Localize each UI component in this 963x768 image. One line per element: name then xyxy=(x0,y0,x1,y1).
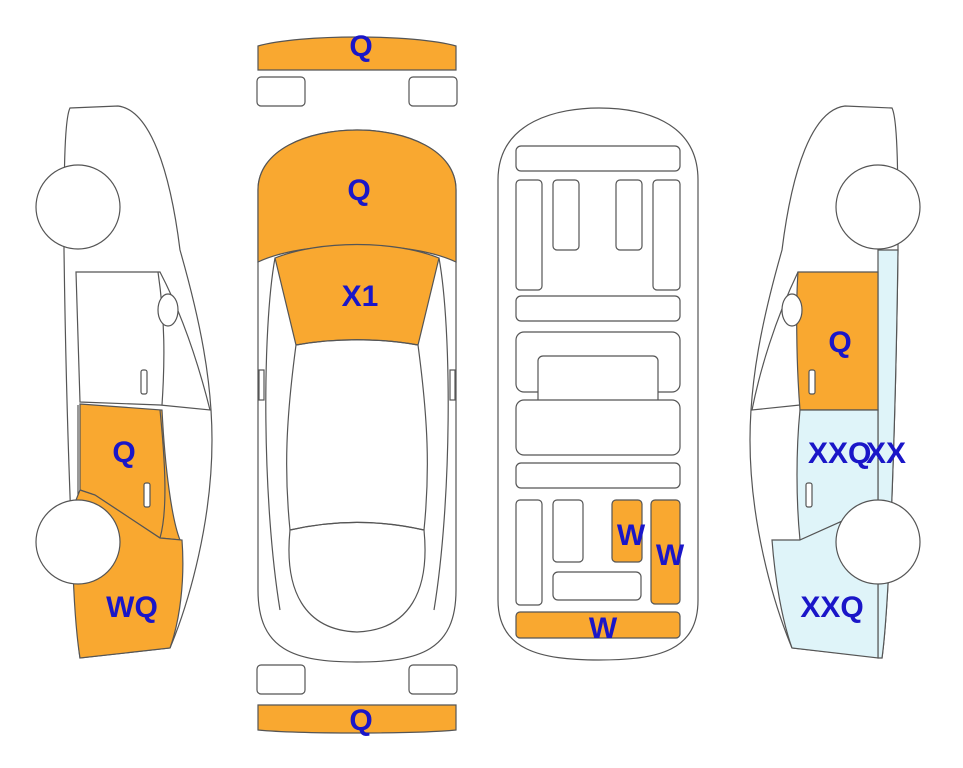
front-left-rail xyxy=(515,179,543,291)
left-side-view xyxy=(35,105,213,659)
label-left-rear-door: Q xyxy=(112,436,135,469)
label-hood: Q xyxy=(347,174,370,207)
top-view xyxy=(256,36,458,734)
top-left-mirror xyxy=(258,369,265,401)
rear-floor-cross xyxy=(515,462,681,489)
front-bumper-panel xyxy=(257,36,457,71)
rear-floor-panel xyxy=(515,611,681,639)
front-right-rail xyxy=(652,179,681,291)
floor-rear xyxy=(515,399,681,456)
rear-left-rail xyxy=(515,499,543,606)
label-windshield: X1 xyxy=(342,280,379,313)
label-floor-right-rail: W xyxy=(656,539,685,572)
left-front-handle-icon xyxy=(140,369,148,395)
top-right-mirror xyxy=(449,369,456,401)
label-right-front-door: Q xyxy=(828,326,851,359)
label-right-rear-quarter: XXQ xyxy=(800,591,863,624)
label-floor-rear-panel: W xyxy=(589,612,618,645)
left-front-wheel xyxy=(35,164,121,250)
rear-right-inner-panel xyxy=(611,499,643,563)
front-right-light xyxy=(408,76,458,107)
front-floor-cross xyxy=(515,295,681,322)
rear-bumper-panel xyxy=(257,704,457,734)
right-front-wheel xyxy=(835,164,921,250)
rear-window-outline xyxy=(288,521,426,633)
underbody-view xyxy=(497,107,699,661)
label-rear-bumper: Q xyxy=(349,704,372,737)
right-rear-handle-icon xyxy=(805,482,813,508)
right-side-rail xyxy=(433,257,449,611)
front-crossmember xyxy=(515,145,681,172)
label-front-bumper: Q xyxy=(349,30,372,63)
left-pillar-line xyxy=(157,271,165,406)
left-rear-handle-icon xyxy=(143,482,151,508)
damage-labels: Q Q X1 Q Q WQ Q XXQ XX XXQ W W W xyxy=(106,30,906,737)
right-front-handle-icon xyxy=(808,369,816,395)
label-right-rear-door: XXQ xyxy=(808,437,871,470)
front-right-inner xyxy=(615,179,643,251)
left-door-seam xyxy=(159,409,166,539)
rear-left-inner xyxy=(552,499,584,563)
left-rear-wheel xyxy=(35,499,121,585)
label-left-rear-quarter: WQ xyxy=(106,591,158,624)
right-rear-wheel xyxy=(835,499,921,585)
front-left-inner xyxy=(552,179,580,251)
rear-right-rail-panel xyxy=(650,499,681,605)
front-left-light xyxy=(256,76,306,107)
left-side-rail xyxy=(265,257,281,611)
label-floor-left-rail: W xyxy=(617,519,646,552)
left-mirror-icon xyxy=(157,293,179,327)
right-window-line xyxy=(751,271,801,411)
right-side-view xyxy=(749,105,921,659)
rear-right-light xyxy=(408,664,458,695)
rear-left-light xyxy=(256,664,306,695)
spare-tire-well xyxy=(552,571,642,601)
right-mirror-icon xyxy=(781,293,803,327)
left-window-line xyxy=(75,271,211,411)
label-right-pillar: XX xyxy=(866,437,906,470)
